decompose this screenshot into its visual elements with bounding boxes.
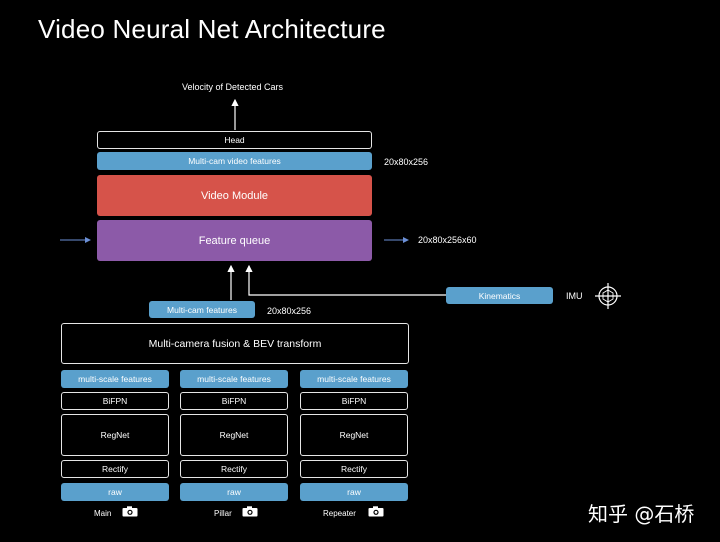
queue-dims: 20x80x256x60 [418,235,477,245]
multicam-features-dims: 20x80x256 [267,306,312,316]
multicam-features-box: Multi-cam features [149,301,255,318]
watermark: 知乎 @石桥 [588,502,695,526]
column-repeater-raw: raw [300,483,408,501]
column-repeater-bifpn: BiFPN [300,392,408,410]
column-pillar-features: multi-scale features [180,370,288,388]
fusion-box: Multi-camera fusion & BEV transform [61,323,409,364]
kinematics-box: Kinematics [446,287,553,304]
arrow-kinematics-to-queue [245,264,446,296]
column-main-rectify: Rectify [61,460,169,478]
multicam-video-features-box: Multi-cam video features [97,152,372,170]
column-repeater-rectify: Rectify [300,460,408,478]
head-box: Head [97,131,372,149]
video-features-dims: 20x80x256 [384,157,429,167]
imu-label: IMU [566,291,583,301]
column-main-features: multi-scale features [61,370,169,388]
page-title: Video Neural Net Architecture [38,14,386,44]
column-pillar-rectify: Rectify [180,460,288,478]
column-main-regnet: RegNet [61,414,169,456]
repeater-camera-icon [368,506,384,517]
column-main-camera-label: Main [94,509,112,518]
video-module-box: Video Module [97,175,372,216]
column-repeater-regnet: RegNet [300,414,408,456]
column-pillar-regnet: RegNet [180,414,288,456]
output-label: Velocity of Detected Cars [182,82,284,92]
column-repeater-features: multi-scale features [300,370,408,388]
pillar-camera-icon [242,506,258,517]
feature-queue-box: Feature queue [97,220,372,261]
imu-crosshair-icon [595,283,621,309]
main-camera-icon [122,506,138,517]
column-pillar-raw: raw [180,483,288,501]
column-repeater-camera-label: Repeater [323,509,356,518]
column-main-bifpn: BiFPN [61,392,169,410]
column-pillar-camera-label: Pillar [214,509,232,518]
column-main-raw: raw [61,483,169,501]
column-pillar-bifpn: BiFPN [180,392,288,410]
